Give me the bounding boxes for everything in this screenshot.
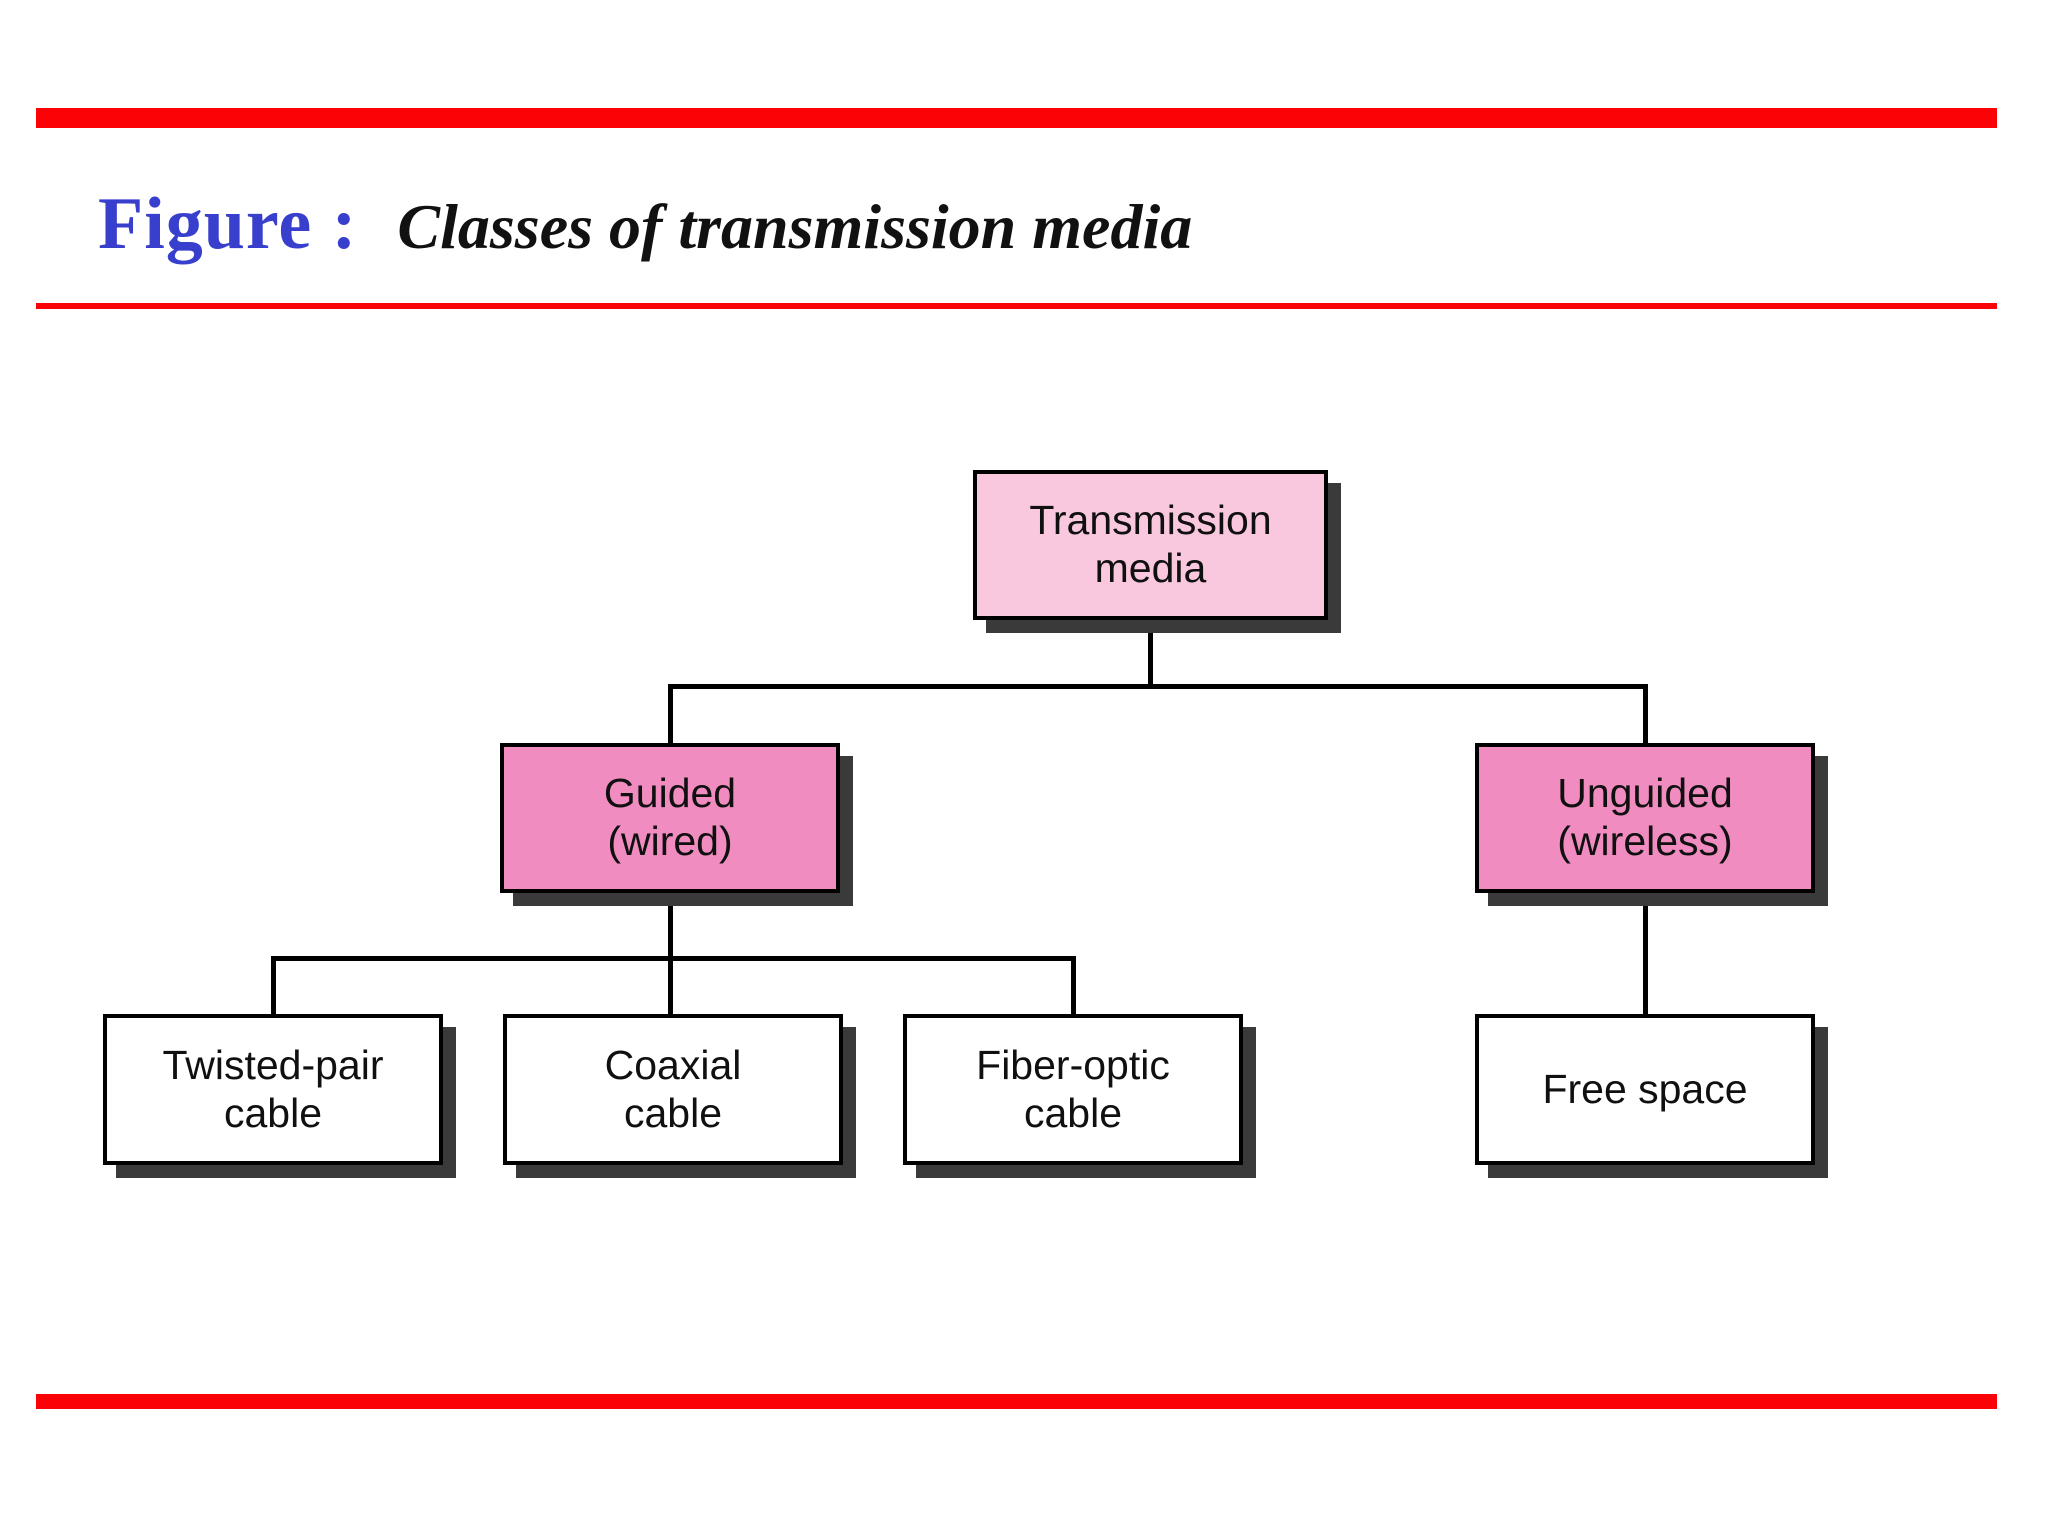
edge-to-unguided [1643, 684, 1648, 748]
edge-to-guided [668, 684, 673, 748]
node-transmission-media-line2: media [1094, 545, 1207, 591]
node-free-space: Free space [1475, 1014, 1815, 1165]
node-unguided-line1: Unguided [1557, 770, 1733, 817]
node-twisted-pair-line1: Twisted-pair [162, 1041, 384, 1088]
node-coaxial-cable: Coaxial cable [503, 1014, 843, 1165]
node-unguided-wireless: Unguided (wireless) [1475, 743, 1815, 893]
node-guided-wired: Guided (wired) [500, 743, 840, 893]
edge-to-coaxial [668, 956, 673, 1018]
edge-guided-trunk [668, 888, 673, 961]
node-fiber-optic-line2: cable [1023, 1089, 1122, 1136]
node-guided-line1: Guided [603, 770, 737, 817]
header-rule [36, 303, 1997, 309]
node-unguided-line2: (wireless) [1557, 818, 1733, 864]
edge-level1-horizontal [668, 684, 1648, 689]
figure-caption: Classes of transmission media [397, 191, 1193, 262]
edge-to-free-space [1643, 888, 1648, 1018]
edge-to-twisted-pair [271, 956, 276, 1018]
edge-level2-horizontal [271, 956, 1076, 961]
figure-title: Figure : Classes of transmission media [98, 182, 1192, 267]
node-twisted-pair-cable: Twisted-pair cable [103, 1014, 443, 1165]
node-transmission-media: Transmission media [973, 470, 1328, 620]
figure-label: Figure : [98, 183, 358, 265]
node-guided-line2: (wired) [607, 818, 733, 864]
edge-transmission-trunk [1148, 615, 1153, 689]
node-coaxial-line1: Coaxial [604, 1041, 742, 1088]
node-twisted-pair-line2: cable [223, 1089, 322, 1136]
node-transmission-media-line1: Transmission [1029, 497, 1272, 544]
top-rule [36, 108, 1997, 128]
node-fiber-optic-cable: Fiber-optic cable [903, 1014, 1243, 1165]
footer-rule [36, 1394, 1997, 1409]
node-coaxial-line2: cable [623, 1089, 722, 1136]
node-free-space-line1: Free space [1542, 1065, 1748, 1112]
node-fiber-optic-line1: Fiber-optic [976, 1041, 1170, 1088]
edge-to-fiber-optic [1071, 956, 1076, 1018]
